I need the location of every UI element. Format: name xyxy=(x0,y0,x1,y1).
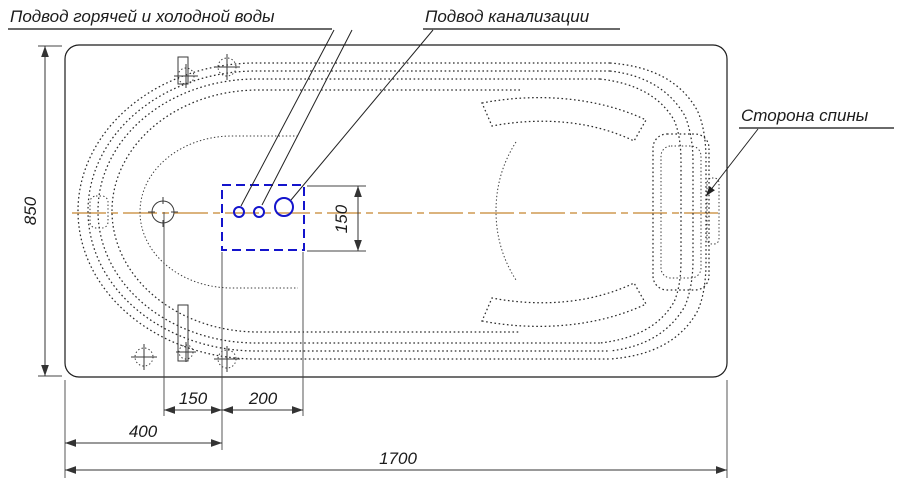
dim-150v-text: 150 xyxy=(332,204,351,233)
connection-zone xyxy=(221,184,305,251)
jet-icon xyxy=(131,344,157,370)
sewage-port xyxy=(274,197,294,217)
dim-850-text: 850 xyxy=(21,196,40,225)
dim-150-text: 150 xyxy=(179,389,208,408)
tub-right-contours xyxy=(481,62,720,360)
water-supply-label: Подвод горячей и холодной воды xyxy=(10,7,275,26)
leader-lines xyxy=(240,29,759,207)
overflow-fitting xyxy=(89,195,109,229)
jet-fittings xyxy=(89,54,240,372)
service-slot-bottom xyxy=(177,304,189,362)
tub-outer-rim xyxy=(64,44,728,378)
dim-150-vertical: 150 xyxy=(307,185,366,252)
back-side-label: Сторона спины xyxy=(741,106,869,125)
dim-400-text: 400 xyxy=(129,422,158,441)
callouts: Подвод горячей и холодной воды Подвод ка… xyxy=(8,7,894,129)
dim-850: 850 xyxy=(21,45,62,377)
dim-1700-text: 1700 xyxy=(379,449,417,468)
jet-icon xyxy=(214,346,240,372)
tub-left-contours xyxy=(77,62,610,360)
service-slot-top xyxy=(177,56,189,85)
jet-icon xyxy=(214,54,240,80)
connection-box xyxy=(221,184,305,251)
bottom-dimensions: 150 200 400 1700 xyxy=(64,212,728,478)
hot-water-port xyxy=(233,206,245,218)
drain-icon xyxy=(148,197,178,227)
cold-water-port xyxy=(253,206,265,218)
jet-icon xyxy=(176,342,196,362)
sewage-label: Подвод канализации xyxy=(425,7,590,26)
dim-200-text: 200 xyxy=(248,389,278,408)
